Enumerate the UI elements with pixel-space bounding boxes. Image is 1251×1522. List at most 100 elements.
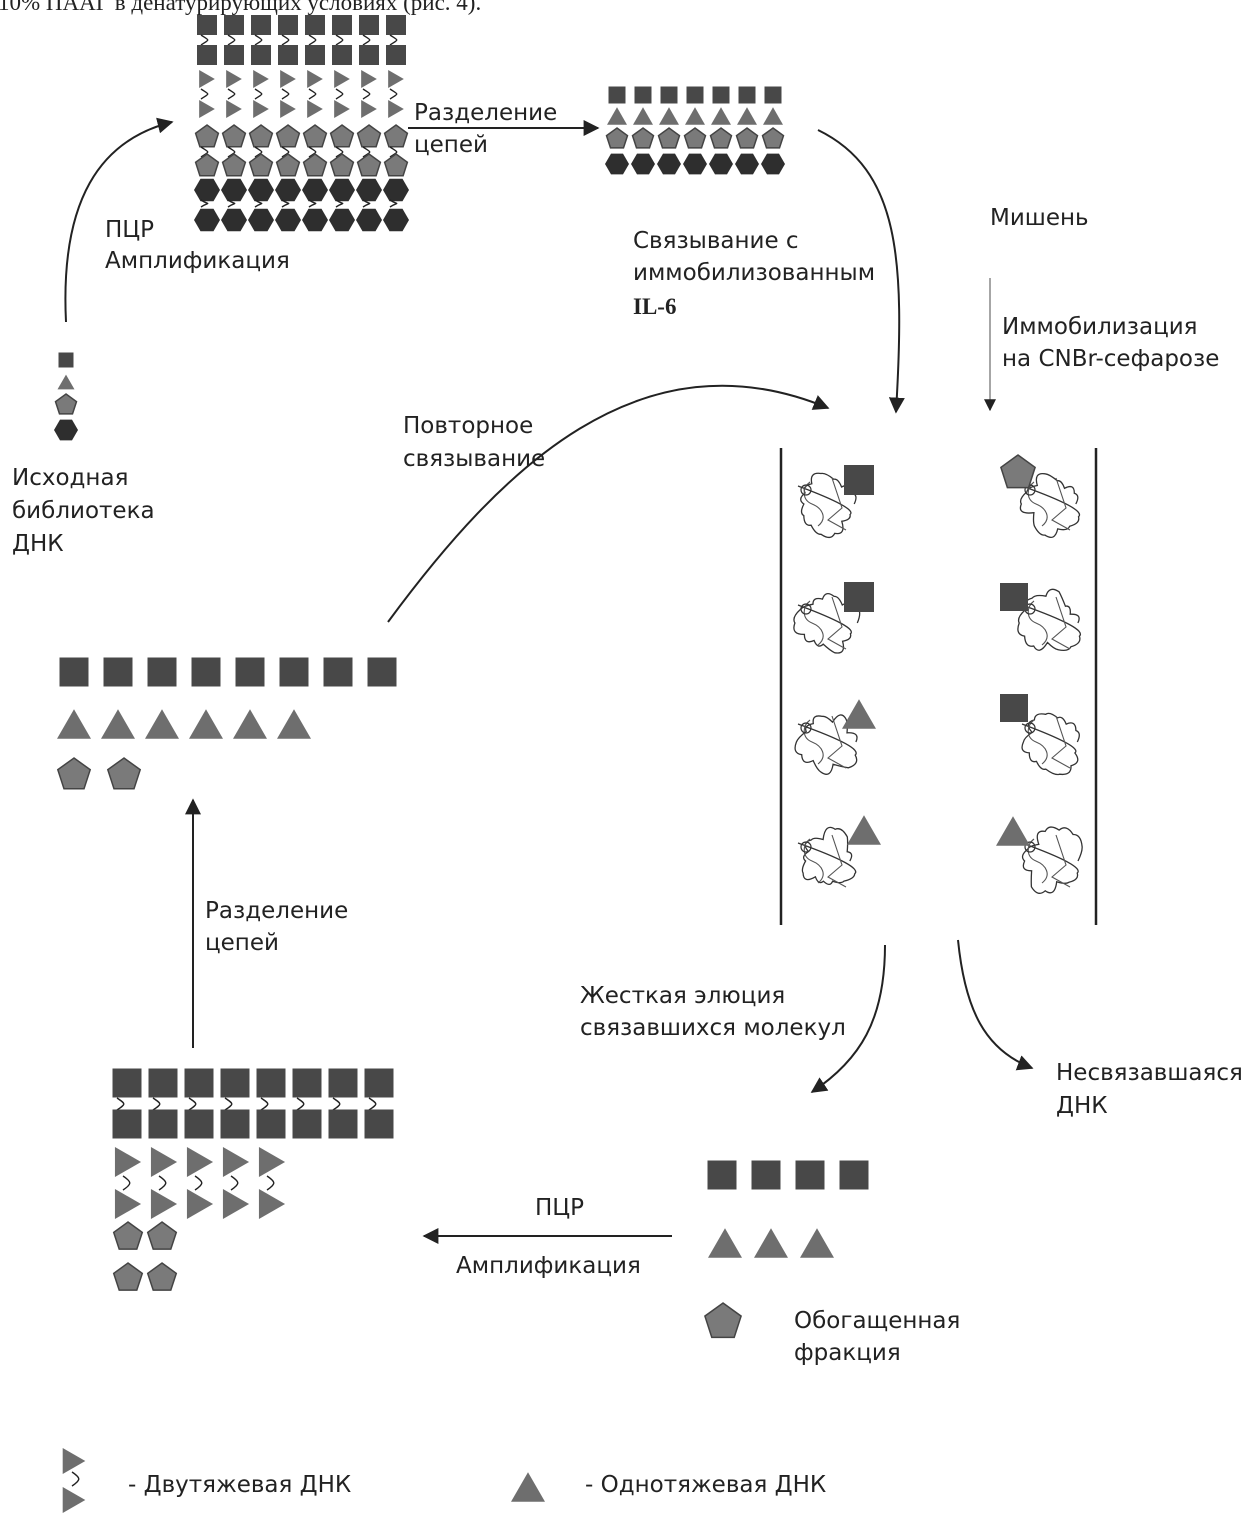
triangle-dsdna <box>388 100 404 118</box>
triangle-ssdna <box>659 107 679 125</box>
triangle-dsdna <box>222 1189 250 1219</box>
triangle-ssdna <box>57 709 91 739</box>
hexagon-ssdna <box>329 208 355 232</box>
triangle-dsdna <box>62 1487 86 1513</box>
pentagon-ssdna <box>112 1221 144 1250</box>
pentagon-ssdna <box>302 124 328 148</box>
triangle-ssdna <box>737 107 757 125</box>
base-pair-link <box>335 34 344 46</box>
square-ssdna <box>305 15 325 35</box>
base-pair-link <box>254 199 263 208</box>
hexagon-ssdna <box>248 178 274 202</box>
square-ssdna <box>224 15 244 35</box>
il6-protein-right-helix <box>1024 722 1036 734</box>
il6-protein-right-chain <box>1027 596 1071 650</box>
triangle-ssdna <box>233 709 267 739</box>
square-ssdna <box>660 86 678 104</box>
label-pcr-left-2: Амплификация <box>105 248 290 274</box>
square-ssdna <box>1000 694 1028 722</box>
label-library-3: ДНК <box>12 531 64 557</box>
arrow-elution <box>810 944 886 1093</box>
base-pair-link <box>122 1175 131 1191</box>
triangle-dsdna <box>226 70 242 88</box>
il6-protein-left-chain <box>803 715 847 769</box>
triangle-ssdna <box>754 1228 788 1258</box>
pentagon-ssdna <box>221 153 247 177</box>
square-ssdna <box>364 1109 394 1139</box>
pentagon-ssdna <box>194 124 220 148</box>
base-pair-link <box>362 34 371 46</box>
square-ssdna <box>292 1068 322 1098</box>
label-il6: IL-6 <box>633 294 676 319</box>
triangle-ssdna <box>847 815 881 845</box>
base-pair-link <box>224 1097 233 1111</box>
pentagon-ssdna <box>383 124 409 148</box>
square-ssdna <box>1000 583 1028 611</box>
label-rebinding-1: Повторное <box>403 413 533 439</box>
pentagon-ssdna <box>194 153 220 177</box>
label-elution-2: связавшихся молекул <box>580 1015 846 1041</box>
triangle-dsdna <box>280 100 296 118</box>
il6-protein-left-helix <box>800 841 812 853</box>
triangle-dsdna <box>361 100 377 118</box>
label-library-2: библиотека <box>12 498 155 524</box>
triangle-ssdna <box>842 699 876 729</box>
base-pair-link <box>227 146 236 158</box>
label-pcr-left-1: ПЦР <box>105 217 154 243</box>
il6-protein-right-chain <box>1027 834 1071 888</box>
triangle-dsdna <box>280 70 296 88</box>
square-ssdna <box>386 45 406 65</box>
triangle-dsdna <box>334 100 350 118</box>
pentagon-ssdna <box>735 127 759 149</box>
triangle-dsdna <box>388 70 404 88</box>
square-ssdna <box>224 45 244 65</box>
pentagon-ssdna <box>248 124 274 148</box>
base-pair-link <box>158 1175 167 1191</box>
base-pair-link <box>296 1097 305 1111</box>
base-pair-link <box>308 146 317 158</box>
pentagon-ssdna <box>106 757 142 790</box>
hexagon-ssdna <box>275 208 301 232</box>
base-pair-link <box>368 1097 377 1111</box>
pentagon-ssdna <box>704 1302 742 1339</box>
triangle-dsdna <box>186 1147 214 1177</box>
label-binding-1: Связывание с <box>633 228 799 254</box>
label-unbound-1: Несвязавшаяся <box>1056 1060 1243 1086</box>
base-pair-link <box>254 34 263 46</box>
base-pair-link <box>362 88 371 100</box>
arrow-unbound <box>957 939 1034 1071</box>
square-ssdna <box>197 15 217 35</box>
square-ssdna <box>256 1068 286 1098</box>
base-pair-link <box>335 88 344 100</box>
base-pair-link <box>281 34 290 46</box>
square-ssdna <box>707 1160 737 1190</box>
triangle-dsdna <box>307 100 323 118</box>
hexagon-ssdna <box>329 178 355 202</box>
base-pair-link <box>362 199 371 208</box>
label-strand-sep-top-2: цепей <box>414 132 488 158</box>
base-pair-link <box>389 146 398 158</box>
base-pair-link <box>389 199 398 208</box>
base-pair-link <box>227 199 236 208</box>
il6-protein-left-helix <box>800 722 812 734</box>
hexagon-ssdna <box>248 208 274 232</box>
square-ssdna <box>359 15 379 35</box>
il6-protein-left-chain <box>803 596 847 650</box>
hexagon-ssdna <box>194 208 220 232</box>
il6-protein-right-helix <box>1024 841 1036 853</box>
hexagon-ssdna <box>356 178 382 202</box>
hexagon-ssdna <box>383 208 409 232</box>
base-pair-link <box>260 1097 269 1111</box>
il6-protein-left <box>793 593 861 654</box>
pentagon-ssdna <box>275 124 301 148</box>
pentagon-ssdna <box>329 124 355 148</box>
dna-shapes <box>54 15 1083 1513</box>
legend-double-stranded: - Двутяжевая ДНК <box>128 1472 351 1498</box>
square-ssdna <box>367 657 397 687</box>
base-pair-link <box>227 88 236 100</box>
pentagon-ssdna <box>605 127 629 149</box>
label-elution-1: Жесткая элюция <box>580 983 785 1009</box>
triangle-dsdna <box>186 1189 214 1219</box>
base-pair-link <box>200 88 209 100</box>
